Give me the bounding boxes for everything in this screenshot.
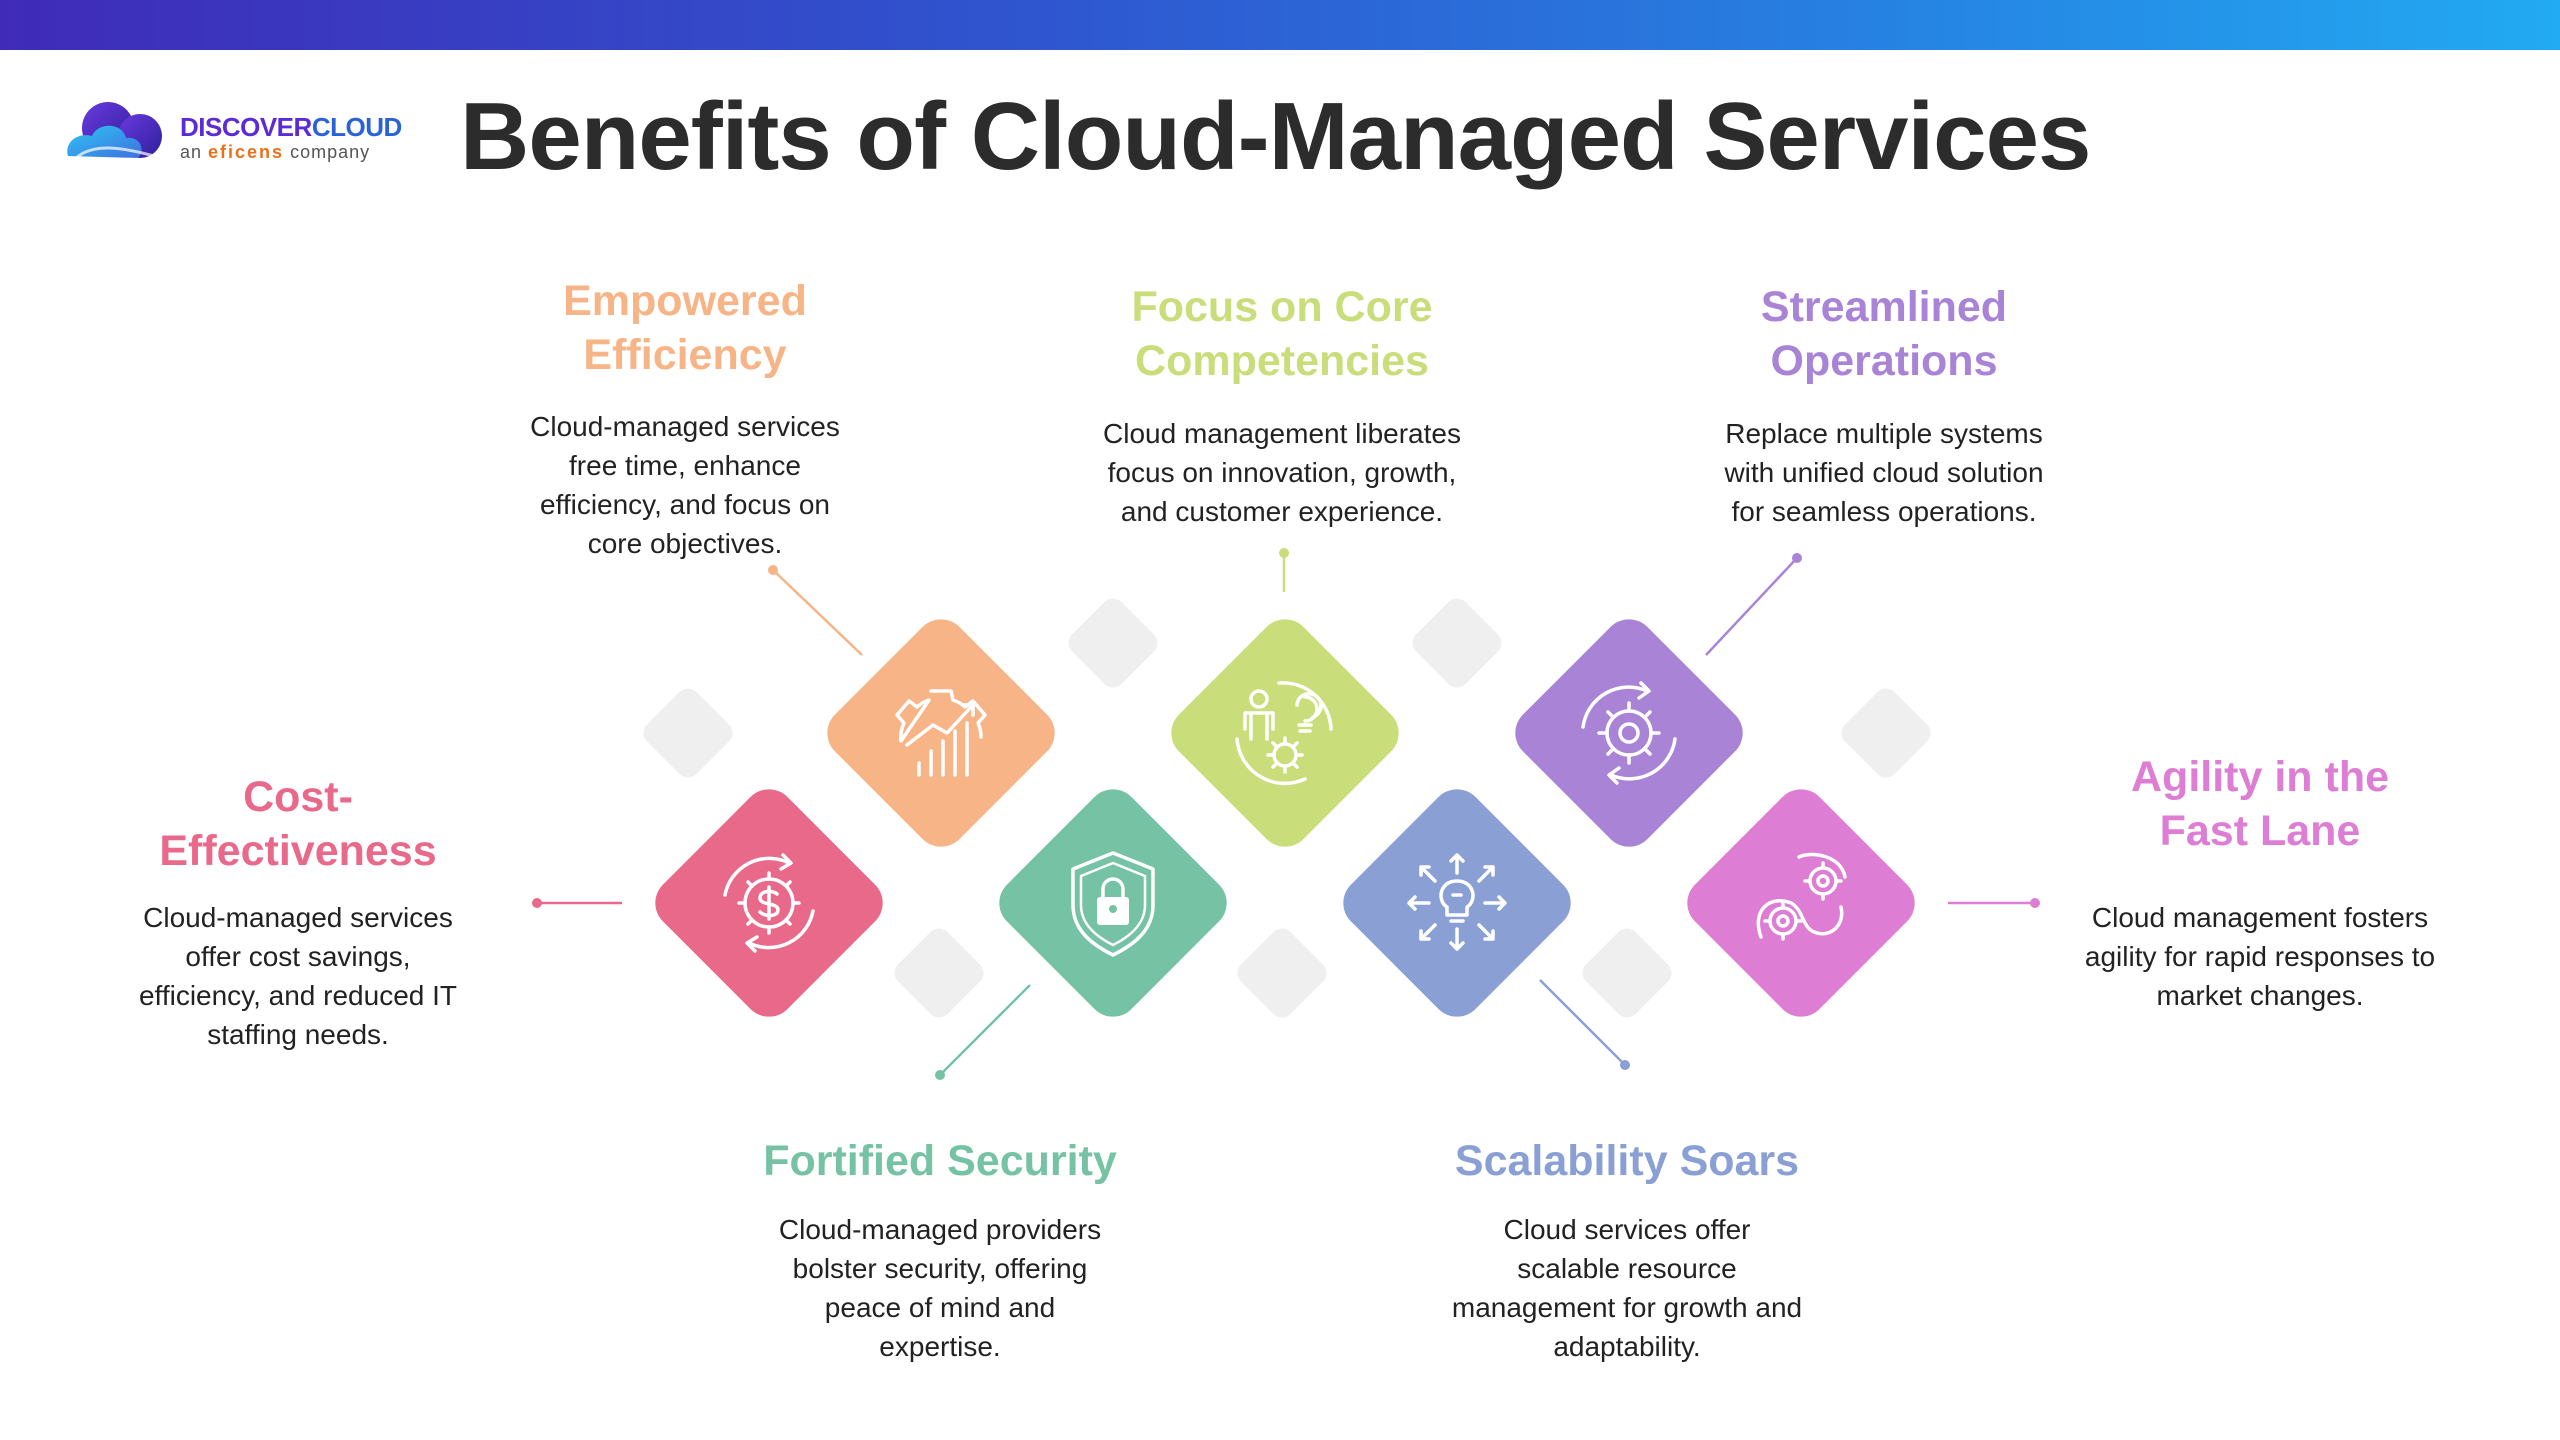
diamond-focus bbox=[1171, 619, 1399, 847]
description-line: Cloud-managed providers bbox=[778, 1214, 1102, 1245]
description-line: Cloud-managed services bbox=[530, 411, 840, 442]
dollar-gear-icon bbox=[723, 853, 815, 953]
filler-diamond bbox=[1412, 598, 1502, 688]
description-line: focus on innovation, growth, bbox=[1107, 457, 1457, 488]
description-line: management for growth and bbox=[1451, 1292, 1803, 1323]
benefit-title-line: Cost- bbox=[243, 773, 353, 821]
description-line: Cloud management liberates bbox=[1103, 418, 1461, 449]
description-line: and customer experience. bbox=[1120, 496, 1444, 527]
connector-cost bbox=[532, 898, 622, 908]
benefit-description: Cloud-managed services free time, enhanc… bbox=[485, 407, 885, 563]
description-line: core objectives. bbox=[587, 528, 783, 559]
benefit-title: Streamlined Operations bbox=[1664, 280, 2104, 388]
filler-diamonds bbox=[643, 598, 1931, 1018]
benefit-title-line: Fast Lane bbox=[2159, 807, 2361, 855]
filler-diamond bbox=[1582, 928, 1672, 1018]
diamond-efficiency bbox=[827, 619, 1055, 847]
benefit-description: Cloud management liberates focus on inno… bbox=[1062, 414, 1502, 531]
description-line: efficiency, and reduced IT bbox=[138, 980, 458, 1011]
benefit-title-line: Competencies bbox=[1135, 337, 1429, 385]
description-line: bolster security, offering bbox=[792, 1253, 1088, 1284]
benefit-icons bbox=[723, 681, 1847, 957]
logo-wordmark: DISCOVERCLOUD bbox=[180, 112, 402, 143]
description-line: staffing needs. bbox=[207, 1019, 389, 1050]
description-line: Cloud management fosters bbox=[2091, 902, 2429, 933]
benefit-description: Cloud-managed providers bolster security… bbox=[740, 1210, 1140, 1366]
connector-efficiency bbox=[768, 565, 863, 656]
description-line: market changes. bbox=[2156, 980, 2364, 1011]
filler-diamond bbox=[1237, 928, 1327, 1018]
filler-diamond bbox=[1068, 598, 1158, 688]
logo-tagline-post: company bbox=[284, 142, 371, 162]
description-line: peace of mind and bbox=[824, 1292, 1056, 1323]
connector-lines bbox=[532, 548, 2040, 1080]
benefit-description: Cloud management fosters agility for rap… bbox=[2040, 898, 2480, 1015]
person-idea-gear-icon bbox=[1235, 681, 1333, 786]
description-line: Cloud-managed services bbox=[143, 902, 453, 933]
benefit-title-line: Agility in the bbox=[2131, 753, 2389, 801]
benefit-title: Scalability Soars bbox=[1387, 1134, 1867, 1188]
diamond-agility bbox=[1687, 789, 1915, 1017]
diamond-operations bbox=[1515, 619, 1743, 847]
page-title: Benefits of Cloud-Managed Services bbox=[460, 83, 2091, 190]
benefit-title-line: Efficiency bbox=[583, 331, 787, 379]
connector-focus bbox=[1279, 548, 1289, 592]
description-line: adaptability. bbox=[1553, 1331, 1701, 1362]
connector-agility bbox=[1948, 898, 2040, 908]
logo-word-cloud: CLOUD bbox=[311, 112, 402, 142]
bulb-expand-icon bbox=[1407, 853, 1507, 951]
logo-tagline-brand: eficens bbox=[208, 142, 285, 162]
benefit-title: Agility in the Fast Lane bbox=[2040, 750, 2480, 858]
filler-diamond bbox=[1841, 688, 1931, 778]
connector-security bbox=[935, 984, 1031, 1080]
benefit-title-line: Fortified Security bbox=[763, 1137, 1117, 1185]
logo-word-discover: DISCOVER bbox=[180, 112, 312, 142]
connector-scalability bbox=[1539, 979, 1630, 1070]
benefit-title-line: Operations bbox=[1770, 337, 1998, 385]
connector-operations bbox=[1705, 553, 1802, 656]
filler-diamond bbox=[643, 688, 733, 778]
logo-tagline-pre: an bbox=[180, 142, 209, 162]
description-line: with unified cloud solution bbox=[1724, 457, 2044, 488]
gears-path-icon bbox=[1756, 852, 1847, 941]
benefit-title: Cost- Effectiveness bbox=[98, 770, 498, 878]
gear-growth-chart-icon bbox=[895, 689, 987, 777]
description-line: scalable resource bbox=[1517, 1253, 1737, 1284]
benefit-description: Cloud-managed services offer cost saving… bbox=[98, 898, 498, 1054]
benefit-description: Cloud services offer scalable resource m… bbox=[1427, 1210, 1827, 1366]
benefit-title-line: Effectiveness bbox=[159, 827, 437, 875]
benefit-title: Empowered Efficiency bbox=[485, 274, 885, 382]
top-gradient-bar bbox=[0, 0, 2560, 50]
benefit-title-line: Empowered bbox=[563, 277, 807, 325]
benefit-description: Replace multiple systems with unified cl… bbox=[1664, 414, 2104, 531]
benefit-title-line: Focus on Core bbox=[1131, 283, 1433, 331]
logo-tagline: an eficens company bbox=[180, 142, 370, 163]
benefit-title: Fortified Security bbox=[700, 1134, 1180, 1188]
description-line: free time, enhance bbox=[569, 450, 801, 481]
description-line: Replace multiple systems bbox=[1725, 418, 2043, 449]
cloud-logo-icon bbox=[67, 102, 162, 160]
benefit-title: Focus on Core Competencies bbox=[1062, 280, 1502, 388]
benefit-title-line: Scalability Soars bbox=[1454, 1137, 1800, 1185]
discovercloud-logo: DISCOVERCLOUD an eficens company bbox=[62, 98, 402, 168]
description-line: Cloud services offer bbox=[1503, 1214, 1751, 1245]
description-line: agility for rapid responses to bbox=[2084, 941, 2436, 972]
gear-cycle-icon bbox=[1581, 681, 1677, 785]
description-line: expertise. bbox=[879, 1331, 1001, 1362]
shield-lock-icon bbox=[1071, 851, 1155, 957]
benefit-title-line: Streamlined bbox=[1760, 283, 2008, 331]
diamond-scalability bbox=[1343, 789, 1571, 1017]
description-line: offer cost savings, bbox=[185, 941, 411, 972]
description-line: for seamless operations. bbox=[1731, 496, 2037, 527]
description-line: efficiency, and focus on bbox=[539, 489, 831, 520]
filler-diamond bbox=[894, 928, 984, 1018]
